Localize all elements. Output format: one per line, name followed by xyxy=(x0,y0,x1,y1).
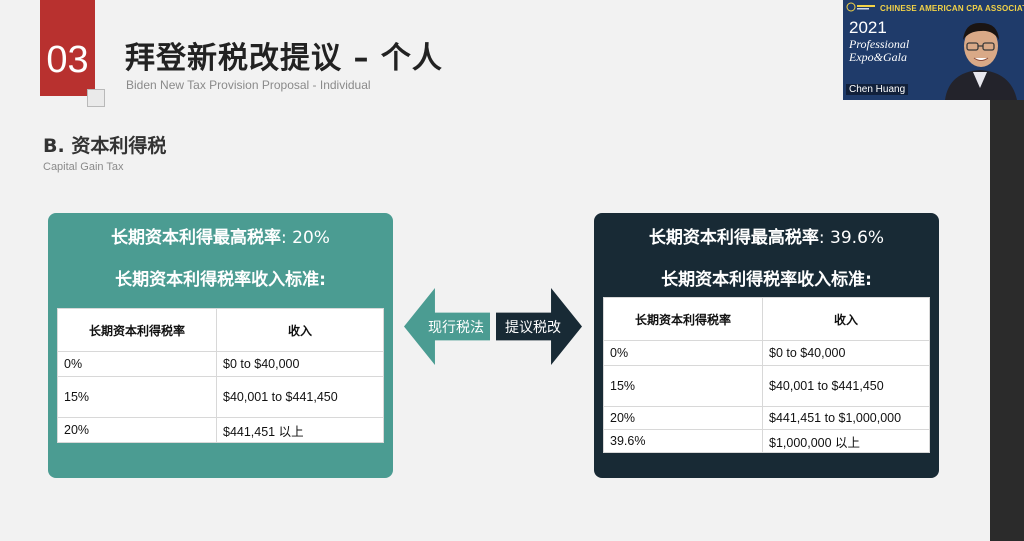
rate-cell: 20% xyxy=(603,406,763,430)
table-row: 0% $0 to $40,000 xyxy=(603,340,930,366)
table-row: 20% $441,451 to $1,000,000 xyxy=(603,406,930,430)
table-header-row: 长期资本利得税率 收入 xyxy=(57,308,384,352)
current-law-panel: 长期资本利得最高税率: 20% 长期资本利得税率收入标准: 长期资本利得税率 收… xyxy=(48,213,393,478)
rate-cell: 15% xyxy=(57,376,217,418)
cpa-logo-icon xyxy=(845,1,877,13)
slide-title: 拜登新税改提议 – 个人 xyxy=(125,41,443,76)
current-threshold-title: 长期资本利得税率收入标准: xyxy=(115,270,326,290)
video-banner: CHINESE AMERICAN CPA ASSOCIATION xyxy=(880,4,1024,13)
current-top-rate-label: 长期资本利得最高税率 xyxy=(111,228,282,248)
income-cell: $1,000,000 以上 xyxy=(762,429,930,453)
video-year: 2021 xyxy=(849,18,887,37)
current-top-rate-value: : 20% xyxy=(281,228,330,248)
table-header-income: 收入 xyxy=(216,308,384,352)
proposed-top-rate-label: 长期资本利得最高税率 xyxy=(648,228,819,248)
current-rate-table: 长期资本利得税率 收入 0% $0 to $40,000 15% $40,001… xyxy=(57,308,384,443)
rate-cell: 0% xyxy=(57,351,217,377)
income-cell: $441,451 to $1,000,000 xyxy=(762,406,930,430)
income-cell: $40,001 to $441,450 xyxy=(762,365,930,407)
slide-subtitle: Biden New Tax Provision Proposal - Indiv… xyxy=(126,78,371,92)
section-title: B. 资本利得税 xyxy=(43,135,167,157)
table-row: 39.6% $1,000,000 以上 xyxy=(603,429,930,453)
income-cell: $0 to $40,000 xyxy=(762,340,930,366)
proposed-top-rate-value: : 39.6% xyxy=(818,228,885,248)
video-expo-line2: Expo&Gala xyxy=(849,50,907,64)
slide-number-decoration xyxy=(87,89,105,107)
video-expo-title: Professional Expo&Gala xyxy=(849,38,909,64)
table-header-row: 长期资本利得税率 收入 xyxy=(603,297,930,341)
speaker-avatar-icon xyxy=(945,22,1017,100)
table-row: 15% $40,001 to $441,450 xyxy=(57,376,384,418)
table-row: 15% $40,001 to $441,450 xyxy=(603,365,930,407)
table-header-income: 收入 xyxy=(762,297,930,341)
proposed-top-rate: 长期资本利得最高税率: 39.6% xyxy=(594,223,939,248)
proposed-rate-table: 长期资本利得税率 收入 0% $0 to $40,000 15% $40,001… xyxy=(603,297,930,453)
current-law-arrow-label: 现行税法 xyxy=(428,320,484,336)
proposed-threshold-title: 长期资本利得税率收入标准: xyxy=(661,270,872,290)
income-cell: $40,001 to $441,450 xyxy=(216,376,384,418)
current-top-rate: 长期资本利得最高税率: 20% xyxy=(48,223,393,248)
slide-number: 03 xyxy=(40,0,95,96)
speaker-name: Chen Huang xyxy=(846,84,909,95)
speaker-video[interactable]: CHINESE AMERICAN CPA ASSOCIATION 2021 Pr… xyxy=(843,0,1024,100)
income-cell: $441,451 以上 xyxy=(216,417,384,443)
income-cell: $0 to $40,000 xyxy=(216,351,384,377)
rate-cell: 15% xyxy=(603,365,763,407)
table-row: 0% $0 to $40,000 xyxy=(57,351,384,377)
rate-cell: 39.6% xyxy=(603,429,763,453)
table-header-rate: 长期资本利得税率 xyxy=(603,297,763,341)
section-subtitle: Capital Gain Tax xyxy=(43,161,124,173)
presentation-slide: 03 拜登新税改提议 – 个人 Biden New Tax Provision … xyxy=(40,0,939,478)
table-row: 20% $441,451 以上 xyxy=(57,417,384,443)
proposed-panel: 长期资本利得最高税率: 39.6% 长期资本利得税率收入标准: 长期资本利得税率… xyxy=(594,213,939,478)
rate-cell: 0% xyxy=(603,340,763,366)
rate-cell: 20% xyxy=(57,417,217,443)
proposal-arrow-label: 提议税改 xyxy=(505,320,561,336)
video-expo-line1: Professional xyxy=(849,37,910,51)
table-header-rate: 长期资本利得税率 xyxy=(57,308,217,352)
